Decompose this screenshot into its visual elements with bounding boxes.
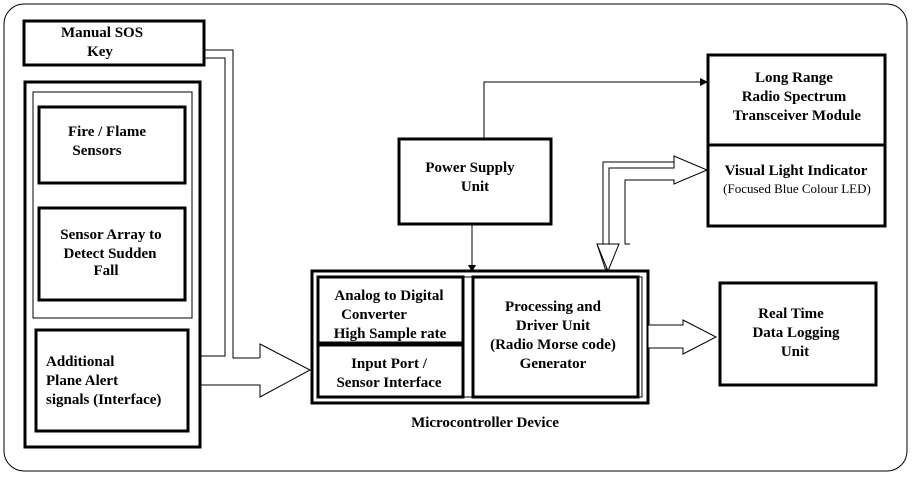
additional-alert-line-1: Additional	[46, 354, 114, 370]
transceiver-line-3: Transceiver Module	[733, 108, 862, 124]
fire-sensors-line-1: Fire / Flame	[68, 124, 146, 140]
additional-plane-alert-block: Additional Plane Alert signals (Interfac…	[34, 328, 190, 433]
adc-block: Analog to Digital Converter High Sample …	[316, 275, 465, 345]
additional-alert-line-3: signals (Interface)	[46, 392, 161, 408]
power-supply-block: Power Supply Unit	[397, 137, 553, 226]
sos-connector-inner	[200, 57, 226, 357]
processing-line-4: Generator	[520, 356, 587, 372]
sensor-array-line-1: Sensor Array to	[60, 227, 161, 243]
processing-line-3: (Radio Morse code)	[490, 337, 616, 353]
sensor-group-frame	[23, 80, 202, 449]
manual-sos-line-2: Key	[87, 44, 113, 60]
processing-line-1: Processing and	[505, 299, 602, 315]
manual-sos-key-block: Manual SOS Key	[22, 19, 206, 67]
mcu-to-indicator-arrow-tip	[596, 243, 620, 273]
power-supply-line-1: Power Supply	[425, 160, 515, 176]
fire-flame-sensors-block: Fire / Flame Sensors	[37, 105, 187, 185]
mcu-to-logging-hollow-arrow	[647, 319, 718, 355]
processing-line-2: Driver Unit	[516, 318, 590, 334]
input-port-block: Input Port / Sensor Interface	[316, 343, 465, 399]
data-logging-line-1: Real Time	[758, 306, 824, 322]
microcontroller-label: Microcontroller Device	[411, 415, 559, 431]
power-to-transceiver-line	[483, 81, 700, 139]
adc-line-3: High Sample rate	[334, 326, 447, 342]
power-supply-line-2: Unit	[461, 179, 489, 195]
outer-frame	[3, 3, 908, 472]
additional-alert-line-2: Plane Alert	[46, 373, 118, 389]
adc-line-1: Analog to Digital	[334, 288, 443, 304]
input-port-line-1: Input Port /	[351, 356, 428, 372]
fire-sensors-line-2: Sensors	[72, 143, 121, 159]
power-to-mcu-arrowhead	[468, 265, 476, 272]
data-logging-line-3: Unit	[781, 344, 809, 360]
input-port-line-2: Sensor Interface	[336, 375, 441, 391]
transceiver-line-1: Long Range	[755, 70, 833, 86]
power-to-transceiver-arrowhead	[700, 78, 708, 86]
data-logging-block: Real Time Data Logging Unit	[718, 281, 878, 387]
visual-indicator-note: (Focused Blue Colour LED)	[723, 181, 871, 196]
sensor-array-line-3: Fall	[94, 263, 119, 279]
sos-connector-outer	[204, 49, 260, 359]
transceiver-line-2: Radio Spectrum	[742, 89, 847, 105]
adc-line-2: Converter	[341, 307, 407, 323]
input-hollow-arrow	[200, 343, 312, 398]
sensor-array-line-2: Detect Sudden	[64, 246, 158, 262]
sensor-subgroup-frame	[32, 91, 193, 319]
sensor-array-block: Sensor Array to Detect Sudden Fall	[37, 206, 187, 302]
processing-driver-block: Processing and Driver Unit (Radio Morse …	[471, 275, 640, 399]
transceiver-block: Long Range Radio Spectrum Transceiver Mo…	[706, 53, 887, 228]
visual-indicator-title: Visual Light Indicator	[725, 163, 868, 179]
manual-sos-line-1: Manual SOS	[61, 25, 143, 41]
data-logging-line-2: Data Logging	[752, 325, 840, 341]
visual-light-indicator-block: Visual Light Indicator (Focused Blue Col…	[723, 163, 871, 196]
